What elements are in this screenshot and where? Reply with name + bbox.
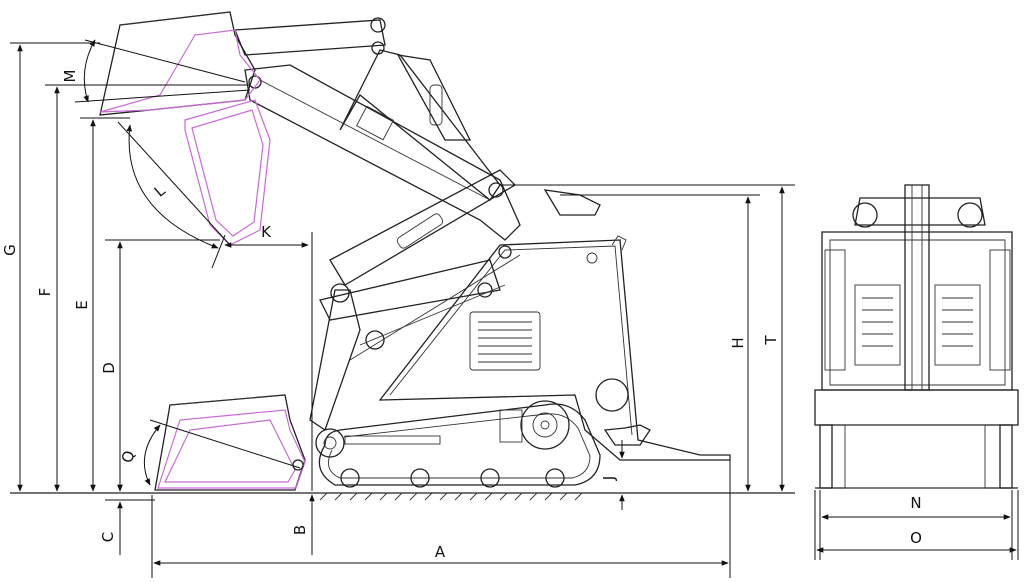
dimension-labels: G F E D C B K L M Q A J H T N O xyxy=(1,70,922,561)
front-view-machine xyxy=(814,184,1019,489)
side-view-machine xyxy=(99,11,731,491)
chassis xyxy=(378,189,731,461)
label-c: C xyxy=(99,532,117,542)
label-m: M xyxy=(61,70,79,83)
label-g: G xyxy=(1,244,19,256)
label-h: H xyxy=(729,337,747,348)
dimension-lines xyxy=(10,39,1019,578)
label-k: K xyxy=(261,223,272,241)
label-l: L xyxy=(151,181,169,201)
lift-arm xyxy=(234,17,521,432)
label-f: F xyxy=(36,288,54,297)
label-j: J xyxy=(600,476,618,481)
label-b: B xyxy=(291,525,309,535)
label-o: O xyxy=(910,529,922,547)
raised-bucket xyxy=(99,11,271,246)
label-n: N xyxy=(910,494,921,512)
label-q: Q xyxy=(118,449,138,465)
track-assembly xyxy=(315,400,601,488)
lowered-bucket xyxy=(154,394,306,491)
label-e: E xyxy=(73,300,91,309)
label-a: A xyxy=(435,543,446,561)
label-t: T xyxy=(762,335,780,346)
label-d: D xyxy=(100,362,118,374)
ground-line xyxy=(10,492,795,501)
